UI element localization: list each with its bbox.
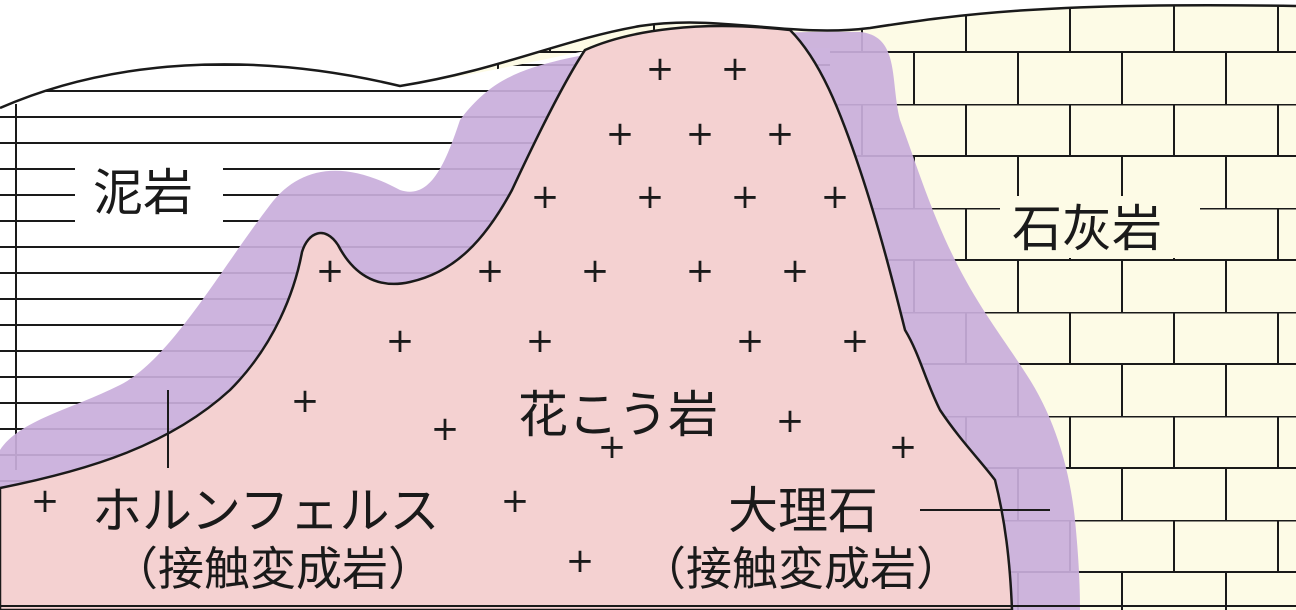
granite-symbol: + — [476, 251, 505, 291]
granite-symbol: + — [776, 401, 805, 441]
granite-symbol: + — [501, 481, 530, 521]
ground-surface — [0, 3, 1296, 110]
granite-symbol: + — [581, 251, 610, 291]
granite-symbol: + — [721, 49, 750, 89]
mudstone-label-bg — [75, 160, 223, 222]
hornfels-note-label: （接触変成岩） — [112, 542, 434, 596]
granite-symbol: + — [821, 177, 850, 217]
granite-symbol: + — [386, 321, 415, 361]
granite-symbol: + — [731, 177, 760, 217]
marble-note-label: （接触変成岩） — [640, 542, 962, 596]
granite-symbol: + — [526, 321, 555, 361]
granite-symbol: + — [686, 114, 715, 154]
granite-symbol: + — [31, 481, 60, 521]
granite-symbol: + — [686, 251, 715, 291]
granite-symbol: + — [646, 49, 675, 89]
granite-symbol: + — [566, 541, 595, 581]
granite-symbol: + — [766, 114, 795, 154]
limestone-label-bg — [1000, 196, 1200, 258]
granite-symbol: + — [316, 251, 345, 291]
limestone-label: 石灰岩 — [1012, 200, 1162, 258]
granite-symbol: + — [781, 251, 810, 291]
marble-label: 大理石 — [728, 482, 878, 540]
granite-label: 花こう岩 — [518, 386, 718, 444]
granite-symbol: + — [598, 427, 627, 467]
granite-body — [0, 24, 1014, 610]
granite-symbol: + — [841, 321, 870, 361]
granite-symbol: + — [636, 177, 665, 217]
granite-symbol: + — [431, 409, 460, 449]
granite-symbol: + — [606, 114, 635, 154]
granite-symbol: + — [736, 321, 765, 361]
granite-symbol: + — [291, 381, 320, 421]
mudstone-label: 泥岩 — [93, 164, 193, 222]
granite-symbol: + — [531, 177, 560, 217]
hornfels-label: ホルンフェルス — [92, 482, 440, 540]
granite-symbols: + + + + + + + + + + + + + + + + + + + + … — [31, 49, 918, 581]
granite-symbol: + — [889, 427, 918, 467]
